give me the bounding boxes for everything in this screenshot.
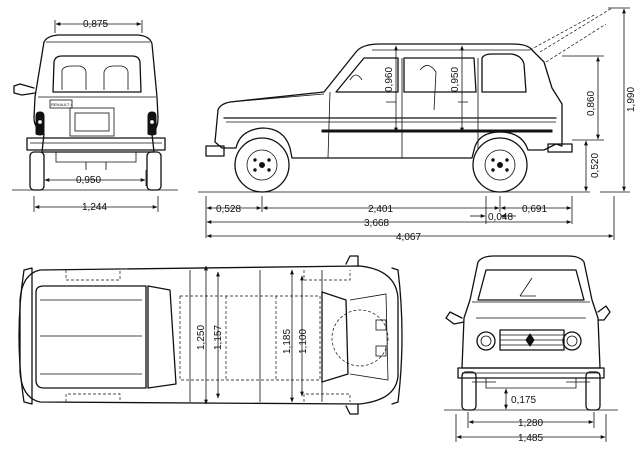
- dim-ground-clearance: 0,175: [511, 395, 536, 406]
- side-view: 0,960 0,950 0,860 0,520 1,990 0,528 2,40…: [198, 7, 637, 243]
- dim-cargo-opening: 0,860: [586, 91, 597, 116]
- dim-floor-height: 0,520: [590, 153, 601, 178]
- dim-plan-cabin-outer: 1,185: [282, 329, 293, 354]
- dim-front-track: 1,280: [518, 418, 543, 429]
- rear-view: RENAULT 4 0,875 0,950 1,244: [12, 19, 178, 213]
- dim-overall-length: 4,067: [396, 232, 421, 243]
- dim-door-height-front: 0,960: [384, 67, 395, 92]
- dim-rear-width: 1,244: [82, 202, 107, 213]
- plan-view: 1,250 1,157 1,185 1,100: [18, 255, 403, 415]
- front-view: 0,175 1,280 1,485: [444, 255, 618, 444]
- dim-plan-width-inner: 1,157: [213, 325, 224, 350]
- dim-door-height-rear: 0,950: [450, 67, 461, 92]
- dim-front-overhang: 0,528: [216, 204, 241, 215]
- dim-plan-width-outer: 1,250: [196, 325, 207, 350]
- rear-badge-text: RENAULT 4: [51, 102, 73, 107]
- dim-overall-height: 1,990: [626, 87, 637, 112]
- dim-plan-cabin-inner: 1,100: [298, 329, 309, 354]
- dim-rear-track: 0,950: [76, 175, 101, 186]
- dim-wheelbase-diff: 0,048: [488, 212, 513, 223]
- dim-wheelbase: 2,401: [368, 204, 393, 215]
- dim-rear-top-width: 0,875: [83, 19, 108, 30]
- dim-overall-width: 1,485: [518, 433, 543, 444]
- dim-rear-overhang: 0,691: [522, 204, 547, 215]
- dim-body-length: 3,668: [364, 218, 389, 229]
